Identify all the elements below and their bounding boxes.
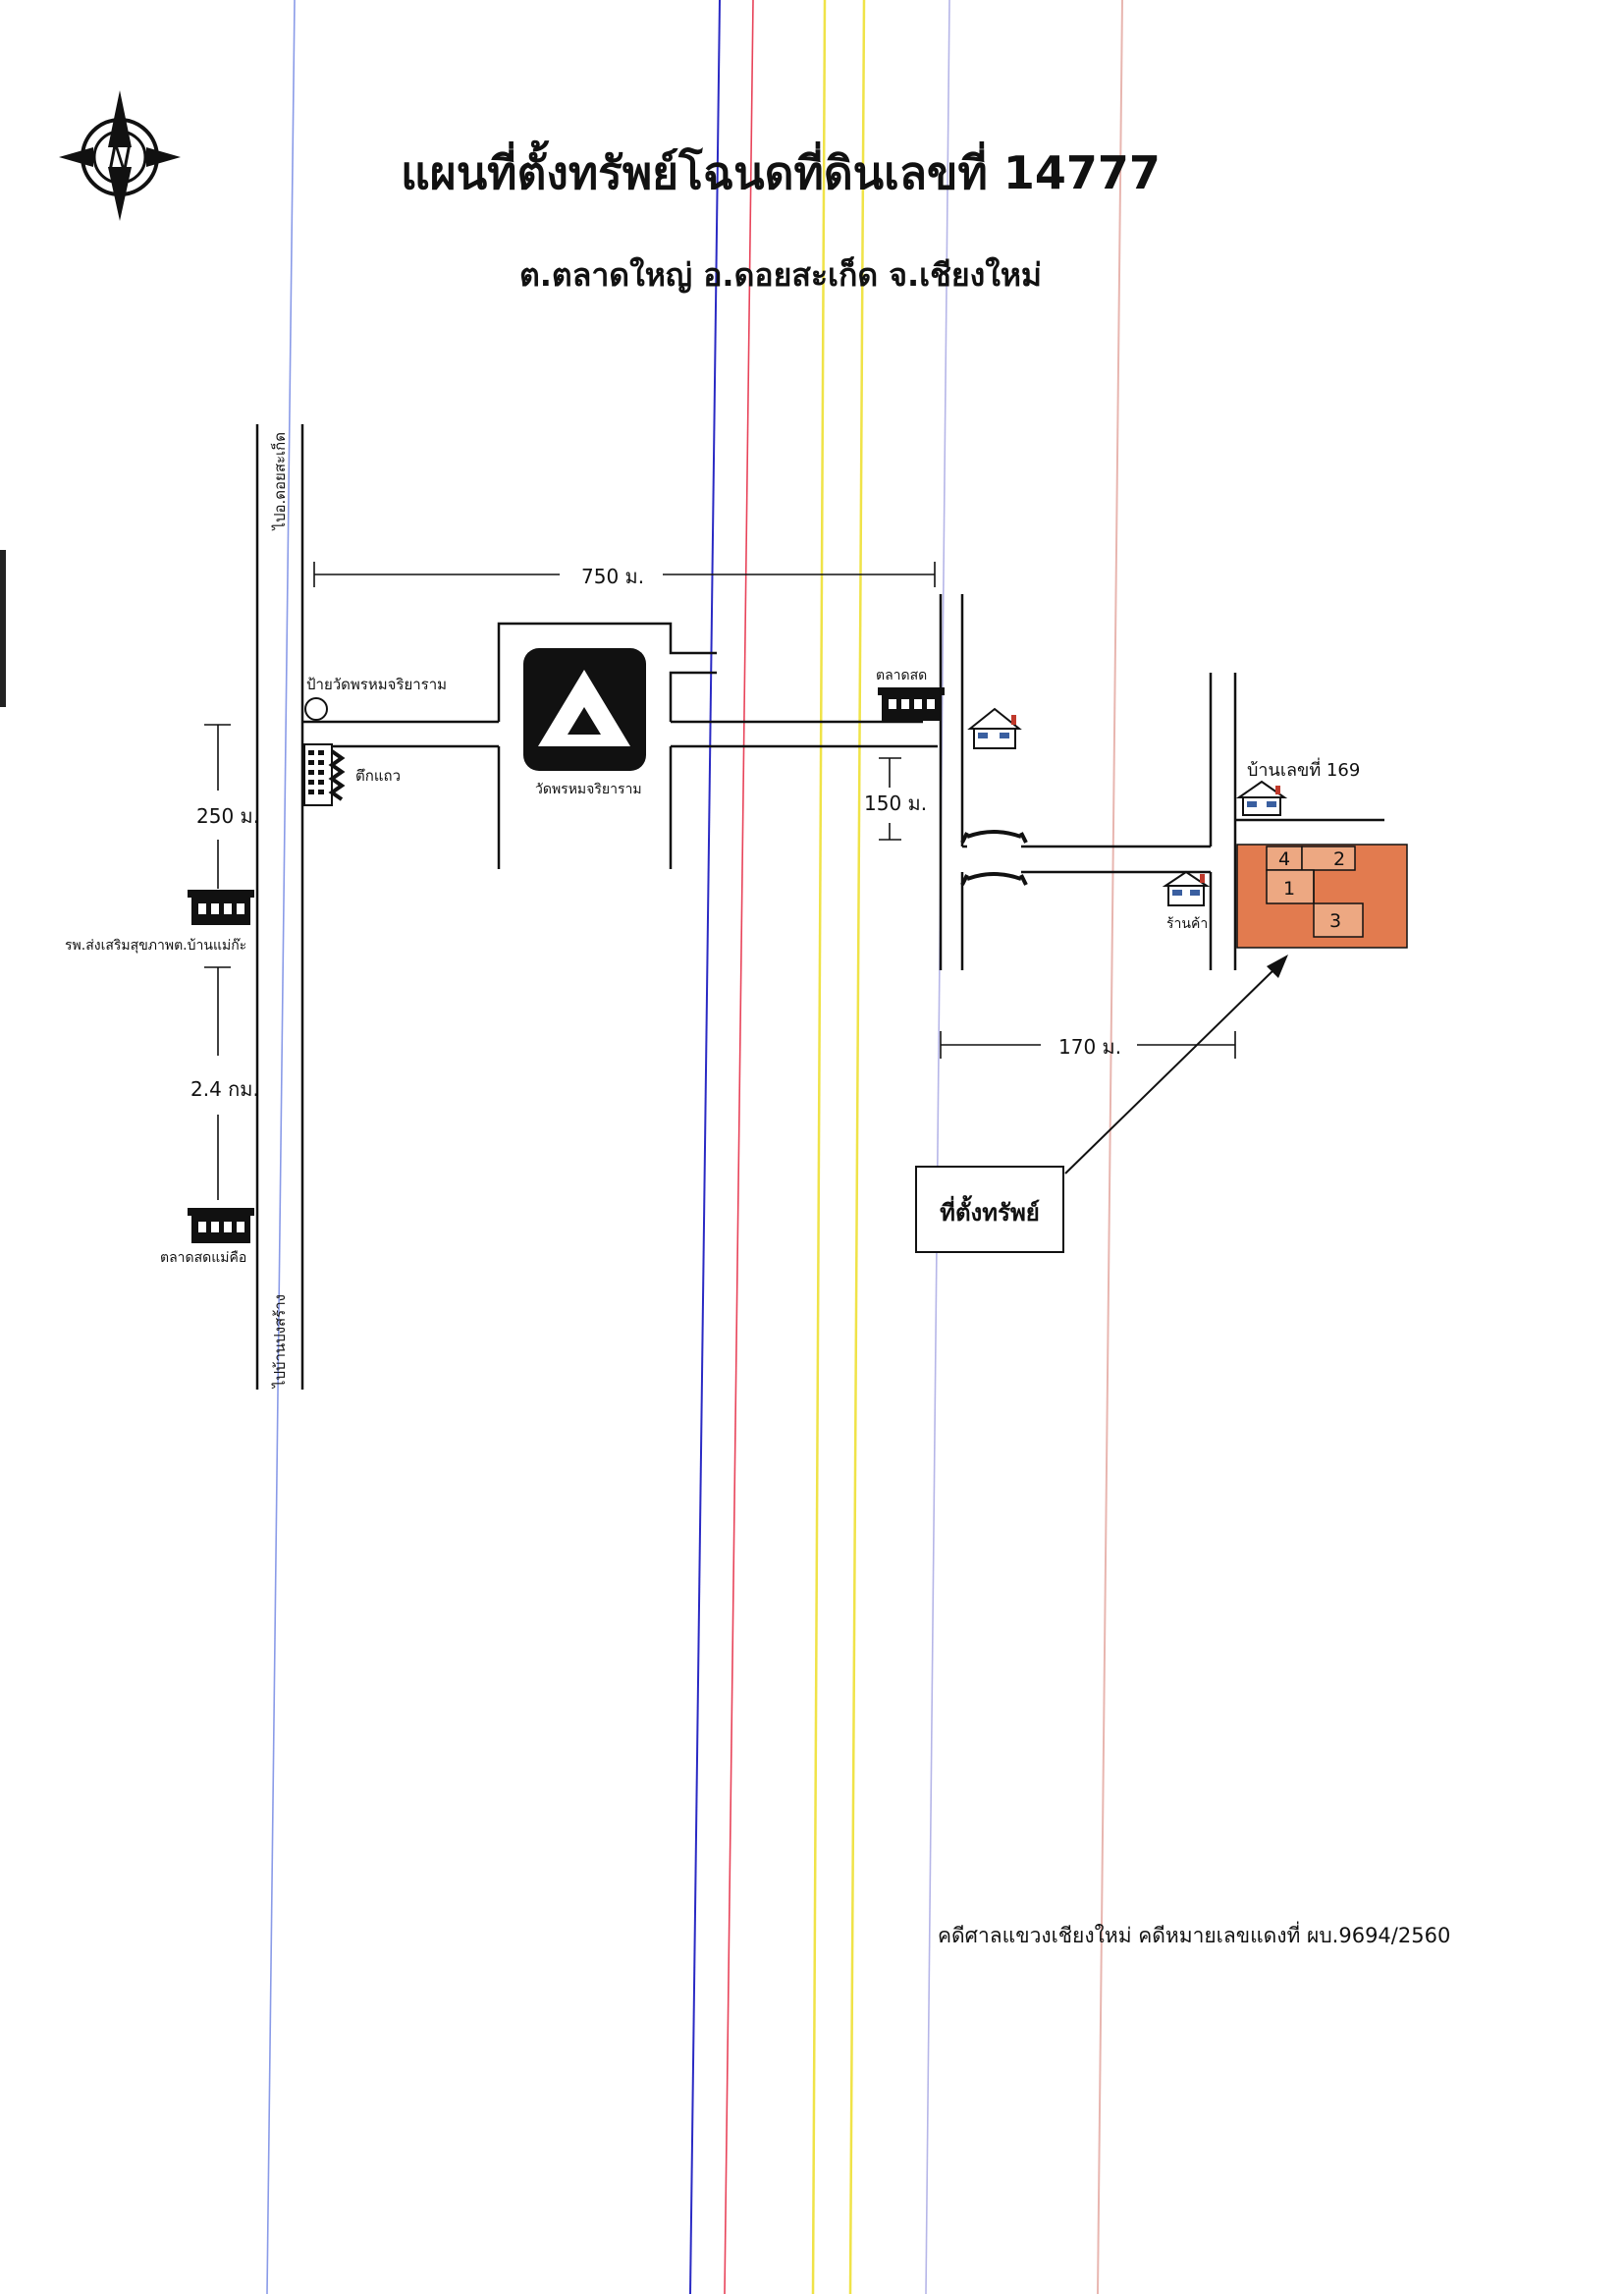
property-pointer-arrowhead	[1267, 955, 1288, 978]
temple-sign-label: ป้ายวัดพรหมจริยาราม	[306, 676, 447, 693]
temple-compound-left	[497, 622, 717, 722]
distance-750-label: 750 ม.	[581, 565, 644, 588]
road-to-north-label: ไปอ.ดอยสะเก็ด	[270, 432, 289, 531]
distance-750-marker: 750 ม.	[313, 562, 936, 588]
scan-line-red	[724, 0, 754, 2294]
market-icon	[878, 687, 945, 721]
road-to-south-label: ไปบ้านปงสร้าง	[271, 1294, 289, 1389]
temple-label: วัดพรหมจริยาราม	[535, 782, 642, 797]
distance-150-label: 150 ม.	[864, 792, 927, 815]
row-house-label: ตึกแถว	[355, 767, 401, 785]
shop-icon	[1162, 870, 1211, 906]
property-label-box	[915, 1166, 1064, 1253]
property-block: 4 2 1 3	[1236, 844, 1408, 949]
house-icon	[967, 707, 1022, 749]
scan-line-yellow-1	[811, 0, 827, 2294]
distance-250-marker: 250 ม.	[196, 724, 259, 889]
scan-line-lavender	[925, 0, 950, 2294]
distance-2-4-marker: 2.4 กม.	[190, 966, 259, 1200]
market-label: ตลาดสด	[876, 668, 927, 683]
temple-icon	[523, 648, 646, 771]
scan-line-blue-left	[266, 0, 296, 2294]
north-arrow-icon: N	[59, 90, 181, 221]
page-title: แผนที่ตั้งทรัพย์โฉนดที่ดินเลขที่ 14777	[401, 146, 1161, 199]
parcel-3	[1313, 902, 1364, 938]
distance-150-marker: 150 ม.	[864, 757, 927, 841]
house-169-icon	[1235, 780, 1288, 816]
distance-170-label: 170 ม.	[1058, 1035, 1121, 1059]
shop-label: ร้านค้า	[1166, 916, 1208, 932]
parcel-2-label: 2	[1333, 848, 1345, 870]
bridge-icon	[960, 830, 1028, 886]
market-south-label: ตลาดสดแม่คือ	[160, 1250, 246, 1266]
temple-sign-icon	[304, 697, 328, 721]
house-169-label: บ้านเลขที่ 169	[1247, 757, 1360, 781]
parcel-2	[1301, 846, 1356, 871]
parcel-3-label: 3	[1329, 910, 1341, 932]
parcel-1-label: 1	[1283, 878, 1295, 900]
hospital-label: รพ.ส่งเสริมสุขภาพต.บ้านแม่ก๊ะ	[65, 938, 246, 954]
scan-line-yellow-2	[848, 0, 866, 2294]
case-reference: คดีศาลแขวงเชียงใหม่ คดีหมายเลขแดงที่ ผบ.…	[938, 1924, 1451, 1947]
property-pointer-line	[1064, 966, 1277, 1174]
property-label: ที่ตั้งทรัพย์	[940, 1194, 1040, 1227]
page-subtitle: ต.ตลาดใหญ่ อ.ดอยสะเก็ด จ.เชียงใหม่	[518, 256, 1043, 294]
scan-line-blue	[689, 0, 721, 2294]
temple-compound-right-upper	[669, 671, 717, 722]
scan-line-pink	[1097, 0, 1123, 2294]
market-south-icon	[188, 1208, 254, 1243]
scan-edge-shadow	[0, 550, 6, 707]
row-house-icon	[303, 743, 346, 806]
parcel-4-label: 4	[1278, 848, 1290, 870]
hospital-icon	[188, 890, 254, 925]
distance-250-label: 250 ม.	[196, 804, 259, 828]
compass-letter: N	[108, 139, 132, 177]
distance-2-4-label: 2.4 กม.	[190, 1077, 259, 1101]
distance-170-marker: 170 ม.	[940, 1031, 1236, 1059]
